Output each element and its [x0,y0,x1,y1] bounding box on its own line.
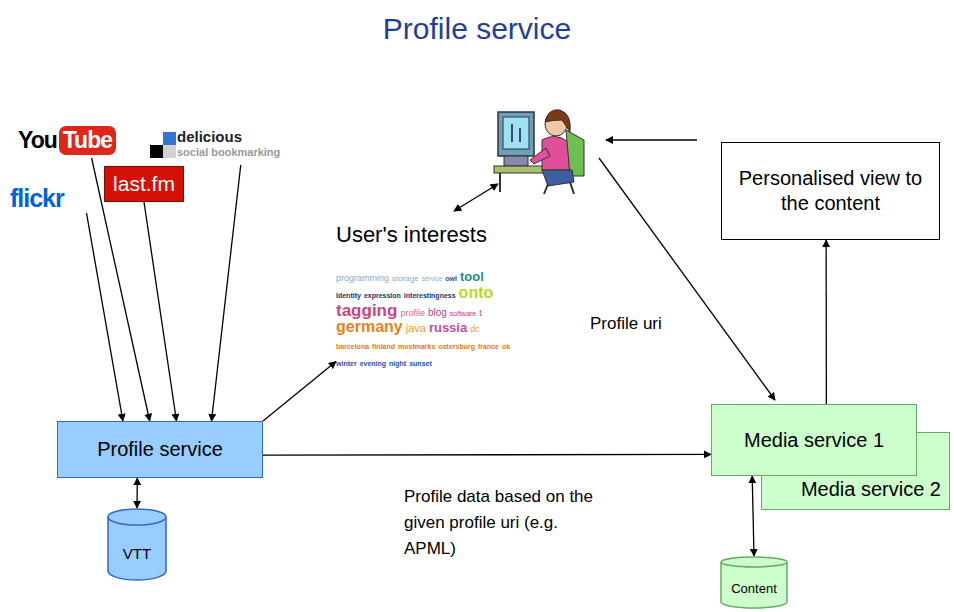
flickr-logo: flickr [10,183,100,213]
tag-cloud-line: barcelonafinlandmostmarksostersburgfranc… [336,336,522,353]
tag-word: blog [428,307,447,318]
tag-word: dc [470,324,480,334]
view-arrow [606,139,697,140]
node-text: Media service 1 [744,429,884,452]
connector [825,240,827,404]
icon-square [150,132,163,145]
edge-label: Profile data based on the given profile … [400,484,608,562]
node-text: User's interests [336,222,522,248]
icon-square [163,145,176,158]
tag-word: russia [429,320,467,335]
cylinder-body [108,517,166,580]
cylinder-outline [107,508,167,580]
media-service-box: Media service 1 [711,404,917,476]
tag-cloud-line: wintereveningnightsunset [336,353,522,370]
profile-service-box: Profile service [57,421,263,478]
tag-word: night [389,360,406,367]
tag-word: ostersburg [438,343,475,350]
node-text: Media service 2 [801,478,941,501]
tag-word: france [478,343,499,350]
tag-word: interestingness [404,292,456,299]
youtube-logo: YouTube [18,122,110,158]
node-text: VTT [123,545,151,562]
connector [212,165,241,421]
tag-word: java [406,322,426,334]
tag-word: sunset [409,360,432,367]
delicious-icon [150,132,176,158]
user-arrow [454,184,498,211]
node-text: Content [731,581,777,596]
tag-word: profile [400,308,425,318]
title: Profile service [0,12,954,46]
tag-word: tool [460,269,484,284]
tag-word: ok [502,343,510,350]
tag-word: onto [459,284,494,301]
tag-word: evening [360,360,386,367]
icon-square [150,145,163,158]
tag-word: finland [372,343,395,350]
cylinder-top [108,509,166,525]
connector [136,478,138,508]
cylinder-body [721,562,787,608]
connector [263,362,336,422]
tag-word: winter [336,360,357,367]
node-text: Profile service [97,438,223,461]
tag-word: expression [364,292,401,299]
tag-word: storage [392,274,419,283]
tag-cloud-line: Identityexpressioninterestingnessonto [336,285,522,302]
tag-word: programming [336,273,389,283]
node-text: delicious [177,128,315,145]
node-text: You [18,127,59,154]
tag-cloud-line: germanyjavarussiadc [336,319,522,336]
tag-cloud-line: programmingstorageserviceowltool [336,268,522,285]
delicious-logo: delicioussocial bookmarking [150,128,315,165]
tag-word: germany [336,318,403,335]
tag-cloud-line: taggingprofileblogsoftwaret [336,302,522,320]
interests-panel: User's interests programmingstorageservic… [336,222,522,372]
database-cylinder: Content [720,556,788,608]
node-text: Personalised view to the content [732,166,929,216]
connector [87,213,123,421]
connector [263,454,711,456]
lastfm-logo: last.fm [104,166,184,202]
tag-word: mostmarks [398,343,435,350]
icon-square [163,132,176,145]
tag-word: Identity [336,292,361,299]
tag-word: owl [445,275,457,282]
view-box: Personalised view to the content [721,142,940,240]
connector [752,476,754,556]
connector [144,202,176,421]
tag-word: service [422,275,443,282]
tag-word: software [450,310,476,317]
tag-word: t [479,308,482,318]
cylinder-top [721,557,787,567]
tag-word: tagging [336,301,397,320]
node-text: Tube [59,126,116,155]
node-text: social bookmarking [177,145,315,159]
node-text: flickr [10,184,64,213]
user-figure [494,110,584,194]
tag-cloud: programmingstorageserviceowltoolIdentity… [336,268,522,370]
node-text: last.fm [113,172,175,196]
database-cylinder: VTT [107,508,167,580]
arrow-label: Profile uri [590,314,954,334]
tag-word: barcelona [336,343,369,350]
